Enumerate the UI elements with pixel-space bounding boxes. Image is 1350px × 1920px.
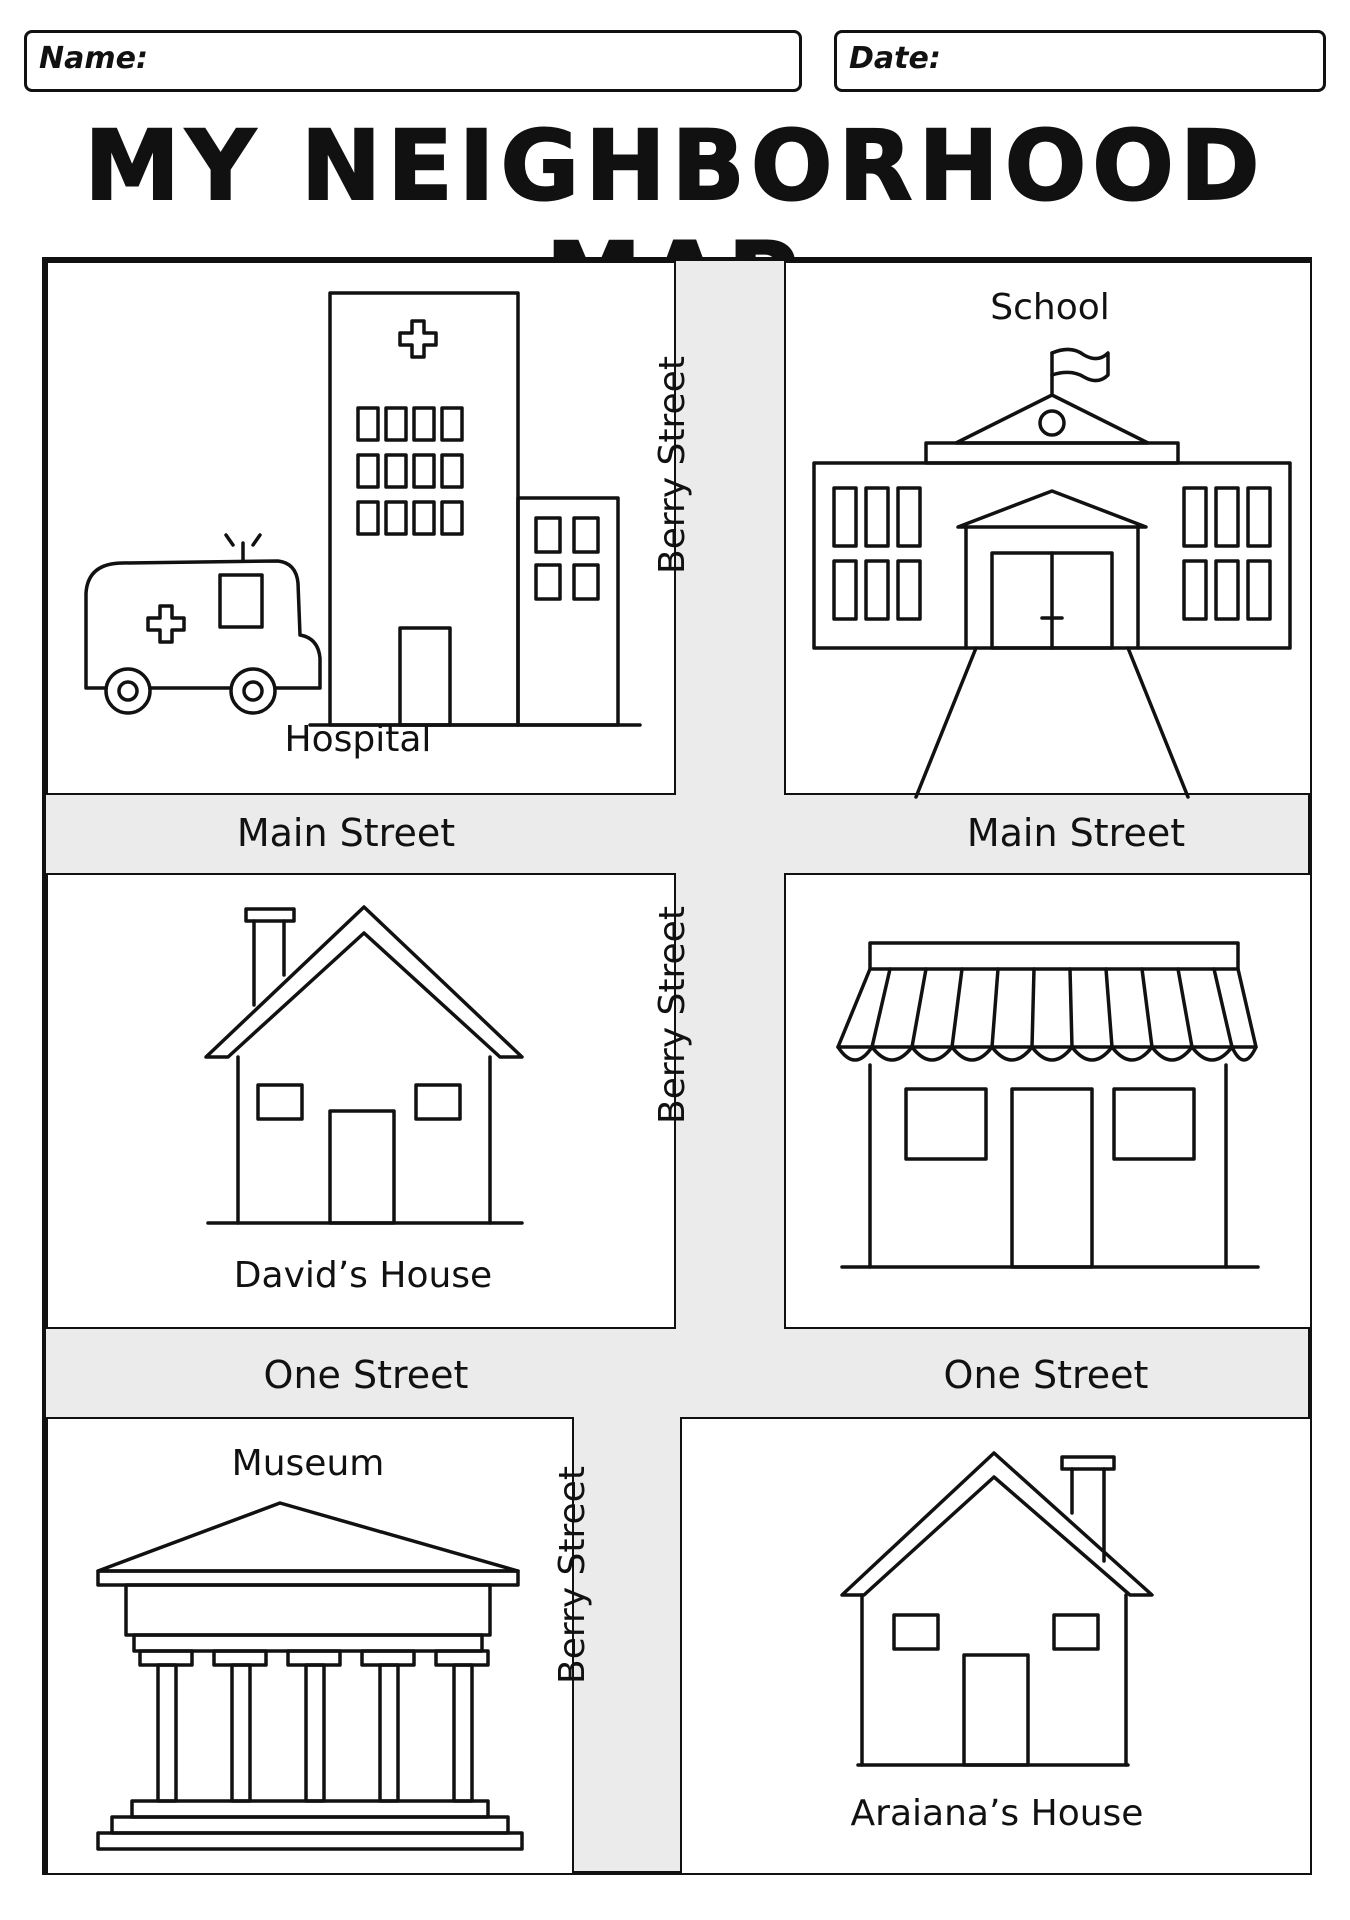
neighborhood-map: Hospital School Berry Street Main Street… bbox=[42, 257, 1312, 1875]
date-field[interactable]: Date: bbox=[834, 30, 1326, 92]
hospital-drawing bbox=[84, 291, 642, 727]
school-label: School bbox=[990, 287, 1110, 328]
store-block bbox=[784, 873, 1312, 1329]
davids-house-block: David’s House bbox=[46, 873, 676, 1329]
main-street-label-right: Main Street bbox=[966, 811, 1186, 855]
museum-drawing bbox=[96, 1501, 524, 1851]
one-street-label-right: One Street bbox=[943, 1353, 1149, 1397]
araianas-house-label: Araiana’s House bbox=[850, 1793, 1144, 1834]
araianas-house-block: Araiana’s House bbox=[680, 1417, 1312, 1875]
name-label: Name: bbox=[39, 41, 148, 76]
museum-label: Museum bbox=[231, 1443, 385, 1484]
main-street-label-left: Main Street bbox=[236, 811, 456, 855]
museum-block: Museum bbox=[46, 1417, 574, 1875]
berry-street-label-2: Berry Street bbox=[652, 906, 693, 1124]
davids-house-drawing bbox=[204, 905, 524, 1225]
name-field[interactable]: Name: bbox=[24, 30, 802, 92]
school-drawing bbox=[812, 347, 1292, 799]
berry-street-label-3: Berry Street bbox=[552, 1466, 593, 1684]
store-drawing bbox=[836, 941, 1260, 1269]
hospital-label: Hospital bbox=[284, 719, 432, 760]
school-block: School bbox=[784, 261, 1312, 799]
one-street-label-left: One Street bbox=[263, 1353, 469, 1397]
berry-street-label-1: Berry Street bbox=[652, 356, 693, 574]
hospital-block: Hospital bbox=[46, 261, 676, 795]
araianas-house-drawing bbox=[840, 1451, 1154, 1767]
davids-house-label: David’s House bbox=[233, 1255, 493, 1296]
date-label: Date: bbox=[849, 41, 941, 76]
